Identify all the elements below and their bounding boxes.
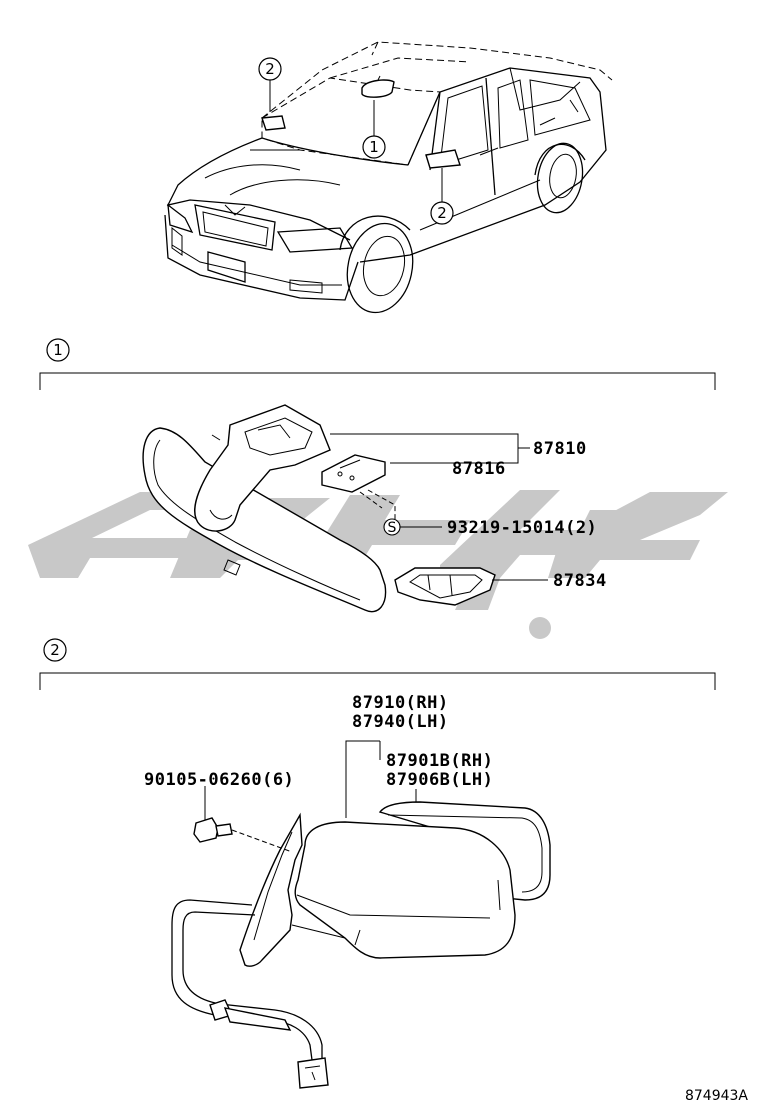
- watermark-logo: [28, 490, 728, 639]
- part-label-90105: 90105-06260(6): [144, 770, 294, 790]
- part-label-87810: 87810: [533, 439, 587, 459]
- callout-circle-2-right: 2: [430, 201, 454, 225]
- car-illustration: 2 1 2: [164, 41, 613, 314]
- callout-circle-2-left: 2: [258, 57, 282, 81]
- part-label-87940: 87940(LH): [352, 712, 449, 732]
- svg-text:1: 1: [53, 341, 63, 359]
- svg-text:2: 2: [437, 204, 447, 222]
- inner-rear-view-mirror: S: [142, 404, 548, 613]
- illustration-code: 874943A: [685, 1088, 748, 1104]
- svg-text:2: 2: [265, 60, 275, 78]
- outer-mirror-assembly: [171, 740, 551, 1089]
- part-label-87834: 87834: [553, 571, 607, 591]
- part-label-87901b: 87901B(RH): [386, 751, 493, 771]
- section-2-header: 2: [39, 638, 716, 690]
- callout-circle-1-car: 1: [362, 135, 386, 159]
- part-label-93219: 93219-15014(2): [447, 518, 597, 538]
- svg-text:1: 1: [369, 138, 379, 156]
- section-1-header: 1: [39, 338, 716, 390]
- part-label-87906b: 87906B(LH): [386, 770, 493, 790]
- part-label-87910: 87910(RH): [352, 693, 449, 713]
- screw-symbol: S: [388, 520, 397, 536]
- svg-text:2: 2: [50, 641, 60, 659]
- part-label-87816: 87816: [452, 459, 506, 479]
